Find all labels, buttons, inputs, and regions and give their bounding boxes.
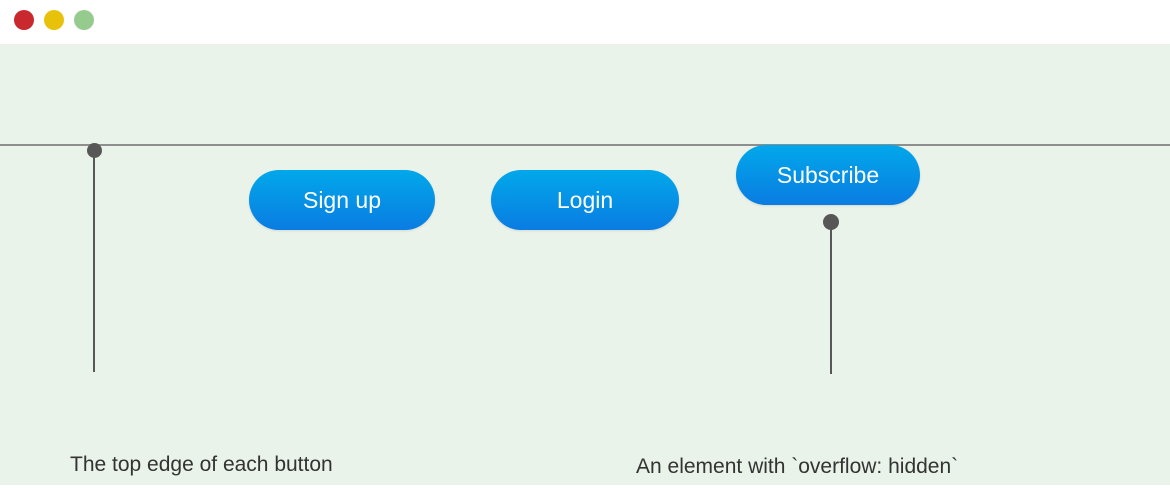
annotation-right-line-1: An element with `overflow: hidden` (636, 455, 959, 478)
minimize-window-button[interactable] (44, 10, 64, 30)
callout-leader-line-left (93, 150, 95, 372)
sign-up-button[interactable]: Sign up (249, 170, 435, 230)
login-button[interactable]: Login (491, 170, 679, 230)
alignment-guideline (0, 144, 1170, 146)
page-canvas: Sign up Login Subscribe The top edge of … (0, 44, 1170, 485)
close-window-button[interactable] (14, 10, 34, 30)
bottom-strip (0, 485, 1170, 494)
annotation-left: The top edge of each button should be al… (70, 375, 355, 485)
window-titlebar (0, 0, 1170, 44)
subscribe-button[interactable]: Subscribe (736, 145, 920, 205)
annotation-right: An element with `overflow: hidden` (636, 377, 958, 485)
callout-leader-line-right (830, 222, 832, 374)
maximize-window-button[interactable] (74, 10, 94, 30)
annotation-left-line-1: The top edge of each button (70, 453, 333, 476)
traffic-light-controls (14, 10, 94, 30)
